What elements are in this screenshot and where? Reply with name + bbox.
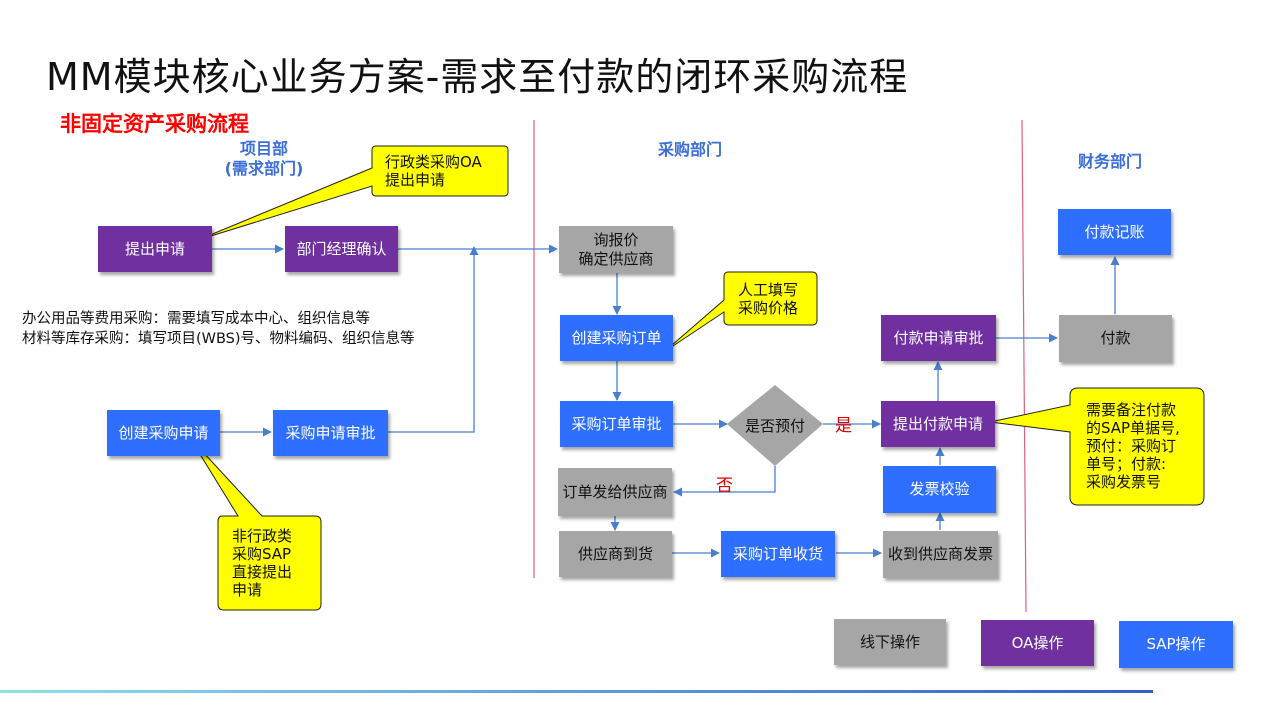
step-create-purchase-order: 创建采购订单 <box>560 315 673 361</box>
callout-sap-shape <box>189 437 322 611</box>
step-inquiry-line2: 确定供应商 <box>578 249 654 268</box>
lane-title-purchasing: 采购部门 <box>657 140 722 159</box>
step-send-po-to-supplier: 订单发给供应商 <box>558 468 672 516</box>
step-payment-posting: 付款记账 <box>1058 209 1171 255</box>
note-materials: 材料等库存采购：填写项目(WBS)号、物料编码、组织信息等 <box>22 331 415 347</box>
lane-divider-right <box>1021 119 1027 613</box>
decision-diamond <box>727 385 823 466</box>
step-manager-confirm: 部门经理确认 <box>285 226 398 272</box>
lane-title-project-line1: 项目部 <box>239 139 288 158</box>
callout-remark-shape <box>989 387 1205 506</box>
callout-price-text: 人工填写 采购价格 <box>738 281 799 317</box>
callout-remark-text: 需要备注付款 的SAP单据号, 预付：采购订 单号；付款: 采购发票号 <box>1086 401 1180 491</box>
step-inquiry-line1: 询报价 <box>593 230 639 249</box>
step-payment: 付款 <box>1059 315 1172 362</box>
decision-yes-label: 是 <box>835 416 852 436</box>
page-title: MM模块核心业务方案-需求至付款的闭环采购流程 <box>46 55 909 99</box>
step-supplier-arrival: 供应商到货 <box>559 531 672 577</box>
step-payment-approval: 付款申请审批 <box>881 315 996 361</box>
step-invoice-verification: 发票校验 <box>883 466 996 513</box>
legend-oa: OA操作 <box>981 620 1094 666</box>
bottom-rule <box>0 690 1153 693</box>
legend-offline: 线下操作 <box>834 619 946 665</box>
step-submit-request: 提出申请 <box>98 226 212 272</box>
step-receive-invoice: 收到供应商发票 <box>883 531 998 578</box>
note-office-supplies: 办公用品等费用采购：需要填写成本中心、组织信息等 <box>22 311 370 327</box>
step-create-purchase-requisition: 创建采购申请 <box>107 410 220 456</box>
decision-no-label: 否 <box>716 476 733 496</box>
legend-sap: SAP操作 <box>1119 621 1233 668</box>
callout-sap-text: 非行政类 采购SAP 直接提出 申请 <box>232 527 293 599</box>
callout-oa-text: 行政类采购OA 提出申请 <box>385 153 482 189</box>
lane-title-finance: 财务部门 <box>1077 152 1142 171</box>
lane-title-project: 项目部 (需求部门) <box>214 139 314 179</box>
step-po-goods-receipt: 采购订单收货 <box>721 531 835 577</box>
step-po-approval: 采购订单审批 <box>560 401 673 447</box>
step-pr-approval: 采购申请审批 <box>273 410 388 456</box>
step-inquiry: 询报价 确定供应商 <box>559 226 673 273</box>
decision-prepay-label: 是否预付 <box>744 417 805 435</box>
step-payment-request: 提出付款申请 <box>881 401 995 447</box>
callout-oa-shape <box>197 145 509 241</box>
callout-price-shape <box>663 271 818 353</box>
process-subtitle: 非固定资产采购流程 <box>60 112 249 136</box>
lane-title-project-line2: (需求部门) <box>224 159 304 178</box>
